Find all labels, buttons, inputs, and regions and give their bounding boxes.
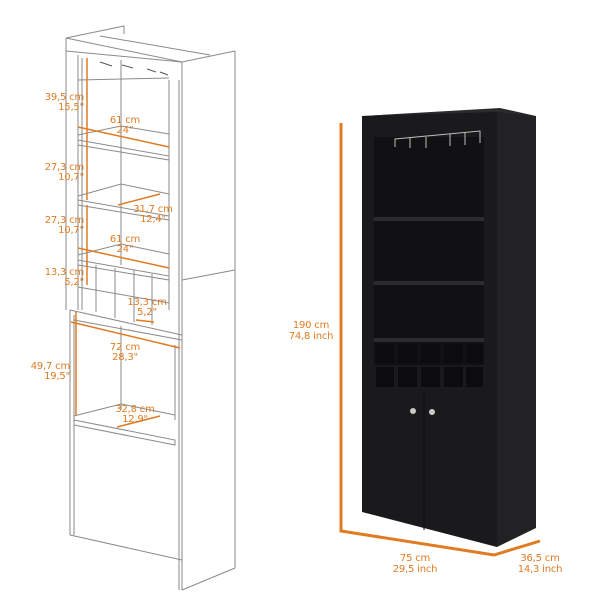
dim-label-overall-width: 75 cm 29,5 inch (380, 553, 450, 575)
label-inch: 24" (116, 125, 134, 136)
label-inch: 10,7" (58, 172, 84, 183)
dim-label-cabinet-width: 72 cm 28,3" (100, 343, 150, 363)
label-inch: 12,9" (122, 414, 148, 425)
label-cm: 31,7 cm (133, 204, 173, 215)
dim-label-cabinet-depth: 32,8 cm 12,9" (110, 405, 160, 425)
product-render (339, 108, 541, 557)
label-inch: 15,5" (58, 102, 84, 113)
label-inch: 10,7" (58, 225, 84, 236)
label-cm: 39,5 cm (44, 92, 84, 103)
label-cm: 13,3 cm (127, 297, 167, 308)
dim-label-top-height: 39,5 cm 15,5" (30, 93, 84, 113)
label-cm: 32,8 cm (115, 404, 155, 415)
dim-label-cabinet-height: 49,7 cm 19,5" (16, 362, 70, 382)
label-inch: 28,3" (112, 352, 138, 363)
label-cm: 61 cm (109, 115, 141, 126)
label-cm: 36,5 cm (520, 553, 560, 564)
label-inch: 29,5 inch (392, 564, 438, 575)
label-cm: 61 cm (109, 234, 141, 245)
label-cm: 49,7 cm (30, 361, 70, 372)
label-cm: 72 cm (109, 342, 141, 353)
dim-label-mid-height-2: 27,3 cm 10,7" (30, 216, 84, 236)
label-inch: 5,2" (137, 307, 157, 318)
dim-label-mid-height-1: 27,3 cm 10,7" (30, 163, 84, 183)
label-inch: 12,4" (140, 214, 166, 225)
dim-label-top-shelf-width: 61 cm 24" (100, 116, 150, 136)
label-inch: 14,3 inch (517, 564, 563, 575)
label-cm: 27,3 cm (44, 215, 84, 226)
label-cm: 27,3 cm (44, 162, 84, 173)
dim-label-lower-shelf-width: 61 cm 24" (100, 235, 150, 255)
dim-label-shelf-depth: 31,7 cm 12,4" (128, 205, 178, 225)
label-cm: 190 cm (292, 320, 330, 331)
dim-label-cubby-height: 13,3 cm 5,2" (30, 268, 84, 288)
label-inch: 5,2" (64, 277, 84, 288)
label-inch: 24" (116, 244, 134, 255)
label-cm: 13,3 cm (44, 267, 84, 278)
dim-label-overall-height: 190 cm 74,8 inch (280, 320, 342, 342)
label-inch: 74,8 inch (288, 331, 334, 342)
label-cm: 75 cm (399, 553, 431, 564)
label-inch: 19,5" (44, 371, 70, 382)
dim-label-overall-depth: 36,5 cm 14,3 inch (505, 553, 575, 575)
dim-label-cubby-width: 13,3 cm 5,2" (122, 298, 172, 318)
